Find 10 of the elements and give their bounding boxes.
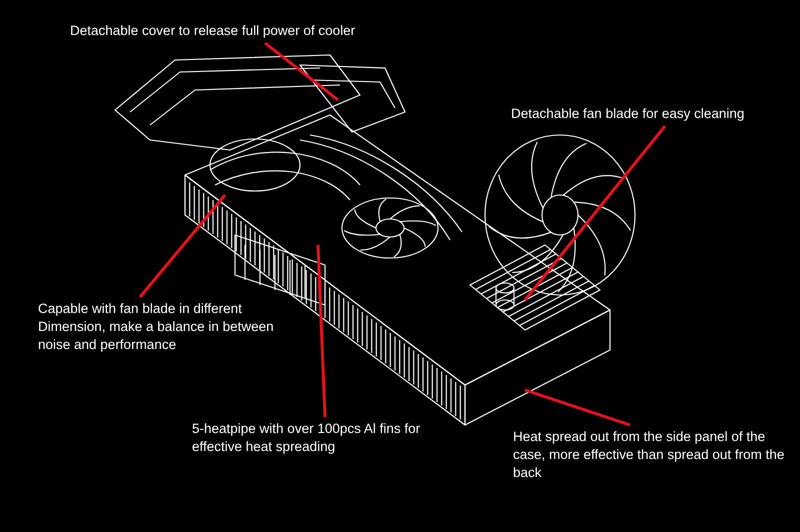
leader-line — [524, 388, 630, 426]
leader-line — [138, 194, 226, 298]
leader-line — [524, 125, 666, 301]
callout-text: Capable with fan blade in different Dimension, make a balance in between noise and performance — [38, 300, 275, 354]
callout-text: Detachable fan blade for easy cleaning — [511, 105, 744, 123]
callout-text: 5-heatpipe with over 100pcs Al fins for effective heat spreading — [192, 420, 422, 456]
callout-text: Detachable cover to release full power of cooler — [70, 22, 356, 40]
leader-line — [264, 42, 339, 102]
leader-line — [316, 244, 326, 418]
callout-text: Heat spread out from the side panel of the case, more effective than spread out from the back — [513, 428, 786, 482]
